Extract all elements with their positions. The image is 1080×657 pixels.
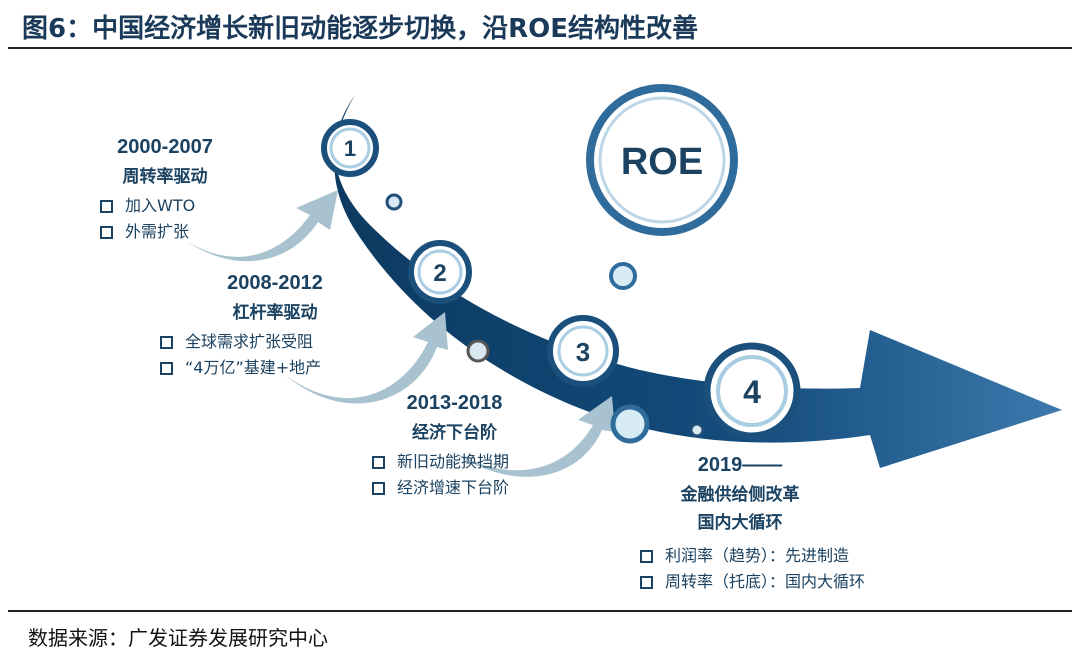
checkbox-icon [372, 455, 385, 469]
checkbox-icon [100, 225, 113, 239]
step-number: 2 [433, 260, 446, 287]
checkbox-icon [640, 549, 653, 563]
list-item: 新旧动能换挡期 [372, 449, 537, 475]
step-node-1: 1 [321, 119, 379, 177]
list-item: 利润率（趋势）：先进制造 [640, 543, 930, 569]
stage-3-text: 2013-2018 经济下台阶 新旧动能换挡期 经济增速下台阶 [372, 392, 537, 501]
checkbox-icon [640, 575, 653, 589]
stage-period: 2013-2018 [406, 392, 503, 414]
deco-circle [385, 193, 403, 211]
step-node-3: 3 [547, 315, 619, 387]
deco-circle [609, 262, 637, 290]
stage-items: 全球需求扩张受阻 “4万亿”基建+地产 [160, 329, 390, 381]
checkbox-icon [372, 481, 385, 495]
step-number: 1 [344, 136, 356, 161]
stage-period: 2000-2007 [117, 136, 213, 158]
checkbox-icon [100, 199, 113, 213]
list-item: 经济增速下台阶 [372, 475, 537, 501]
stage-items: 新旧动能换挡期 经济增速下台阶 [372, 449, 537, 501]
stage-2-text: 2008-2012 杠杆率驱动 全球需求扩张受阻 “4万亿”基建+地产 [160, 272, 390, 381]
checkbox-icon [160, 361, 173, 375]
figure-title: 图6：中国经济增长新旧动能逐步切换，沿ROE结构性改善 [22, 14, 698, 44]
list-item: 外需扩张 [100, 219, 230, 245]
list-item: 周转率（托底）：国内大循环 [640, 569, 930, 595]
checkbox-icon [160, 335, 173, 349]
stage-period: 2019—— [697, 454, 783, 476]
step-node-2: 2 [408, 240, 472, 304]
deco-circle [466, 339, 490, 363]
roe-diagram: ROE 1 2 3 4 [185, 84, 1063, 477]
step-number: 3 [576, 337, 590, 367]
deco-circle [689, 422, 705, 438]
stage-driver: 杠杆率驱动 [232, 303, 318, 323]
bottom-rule [8, 610, 1072, 612]
source-note: 数据来源：广发证券发展研究中心 [28, 626, 328, 650]
stage-driver: 周转率驱动 [122, 167, 208, 187]
roe-label: ROE [621, 141, 703, 183]
stage-items: 加入WTO 外需扩张 [100, 193, 230, 245]
stage-4-text: 2019—— 金融供给侧改革 国内大循环 利润率（趋势）：先进制造 周转率（托底… [640, 454, 930, 595]
list-item: 全球需求扩张受阻 [160, 329, 390, 355]
curve-arrow-1 [185, 190, 338, 262]
main-arrow [334, 95, 1063, 468]
stage-subtitle: 国内大循环 [697, 513, 783, 533]
list-item: “4万亿”基建+地产 [160, 355, 390, 381]
stage-driver: 金融供给侧改革 [680, 485, 800, 505]
stage-1-text: 2000-2007 周转率驱动 加入WTO 外需扩张 [100, 136, 230, 245]
step-number: 4 [743, 374, 761, 410]
stage-items: 利润率（趋势）：先进制造 周转率（托底）：国内大循环 [640, 543, 930, 595]
curve-arrow-3 [450, 396, 615, 477]
stage-driver: 经济下台阶 [412, 423, 497, 443]
top-rule [8, 47, 1072, 49]
list-item: 加入WTO [100, 193, 230, 219]
curve-arrow-2 [285, 312, 448, 404]
deco-circle [610, 404, 650, 444]
step-node-4: 4 [703, 342, 801, 440]
stage-period: 2008-2012 [227, 272, 323, 294]
